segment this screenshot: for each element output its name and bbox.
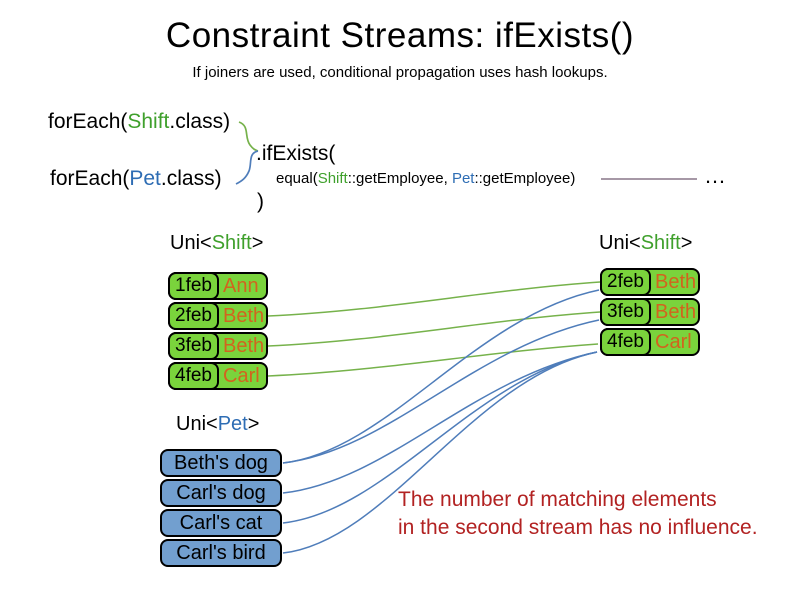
table-row: 4feb Carl bbox=[600, 328, 700, 356]
label-text: Uni< bbox=[176, 413, 218, 435]
employee-cell: Beth bbox=[655, 270, 697, 293]
right-table-label: Uni<Shift> bbox=[599, 232, 692, 255]
shift-type-token: Shift bbox=[640, 232, 681, 254]
pet-class-token: Pet bbox=[129, 167, 161, 190]
code-foreach-pet: forEach(Pet.class) bbox=[50, 167, 222, 191]
connector-line bbox=[282, 289, 600, 464]
left-shift-table: 1feb Ann 2feb Beth 3feb Beth 4feb Carl bbox=[168, 272, 268, 392]
list-item: Carl's bird bbox=[160, 539, 282, 567]
table-row: 2feb Beth bbox=[600, 268, 700, 296]
shift-class-token: Shift bbox=[127, 110, 170, 133]
connector-line bbox=[267, 281, 601, 317]
brace-bottom-blue bbox=[235, 150, 259, 185]
date-cell: 3feb bbox=[600, 298, 651, 326]
code-equal-joiner: equal(Shift::getEmployee, Pet::getEmploy… bbox=[276, 170, 575, 187]
note-text: The number of matching elements in the s… bbox=[398, 486, 758, 542]
code-text: forEach( bbox=[48, 110, 128, 133]
code-text: .class) bbox=[160, 167, 222, 190]
employee-cell: Carl bbox=[223, 364, 260, 387]
shift-class-token: Shift bbox=[317, 170, 348, 187]
employee-cell: Beth bbox=[223, 304, 265, 327]
table-row: 1feb Ann bbox=[168, 272, 268, 300]
pet-list-label: Uni<Pet> bbox=[176, 413, 259, 436]
label-text: > bbox=[680, 232, 693, 254]
label-text: Uni< bbox=[170, 232, 212, 254]
pet-class-token: Pet bbox=[451, 170, 475, 187]
right-shift-table: 2feb Beth 3feb Beth 4feb Carl bbox=[600, 268, 700, 358]
list-item: Beth's dog bbox=[160, 449, 282, 477]
page-title: Constraint Streams: ifExists() bbox=[165, 16, 635, 55]
left-table-label: Uni<Shift> bbox=[170, 232, 263, 255]
connector-line bbox=[282, 319, 600, 464]
table-row: 3feb Beth bbox=[168, 332, 268, 360]
page-subtitle: If joiners are used, conditional propaga… bbox=[192, 64, 608, 81]
connector-line bbox=[282, 351, 598, 494]
date-cell: 2feb bbox=[600, 268, 651, 296]
code-close-paren: ) bbox=[257, 190, 264, 213]
employee-cell: Beth bbox=[655, 300, 697, 323]
date-cell: 4feb bbox=[168, 362, 219, 390]
date-cell: 2feb bbox=[168, 302, 219, 330]
date-cell: 1feb bbox=[168, 272, 219, 300]
code-text: .class) bbox=[169, 110, 231, 133]
table-row: 4feb Carl bbox=[168, 362, 268, 390]
code-text: equal( bbox=[276, 170, 318, 187]
pet-list: Beth's dog Carl's dog Carl's cat Carl's … bbox=[160, 449, 282, 569]
list-item: Carl's cat bbox=[160, 509, 282, 537]
table-row: 3feb Beth bbox=[600, 298, 700, 326]
label-text: > bbox=[251, 232, 264, 254]
date-cell: 4feb bbox=[600, 328, 651, 356]
shift-type-token: Shift bbox=[211, 232, 252, 254]
connector-line bbox=[267, 343, 599, 377]
code-text: ::getEmployee) bbox=[474, 170, 576, 187]
label-text: > bbox=[247, 413, 260, 435]
connector-line bbox=[267, 311, 601, 347]
table-row: 2feb Beth bbox=[168, 302, 268, 330]
code-ifexists: .ifExists( bbox=[256, 142, 336, 165]
list-item: Carl's dog bbox=[160, 479, 282, 507]
note-line: The number of matching elements bbox=[398, 488, 717, 511]
note-line: in the second stream has no influence. bbox=[398, 516, 758, 539]
code-text: ::getEmployee, bbox=[347, 170, 452, 187]
employee-cell: Carl bbox=[655, 330, 692, 353]
ellipsis-text: … bbox=[704, 163, 726, 188]
code-text: forEach( bbox=[50, 167, 130, 190]
pet-type-token: Pet bbox=[217, 413, 248, 435]
code-foreach-shift: forEach(Shift.class) bbox=[48, 110, 230, 134]
date-cell: 3feb bbox=[168, 332, 219, 360]
employee-cell: Beth bbox=[223, 334, 265, 357]
label-text: Uni< bbox=[599, 232, 641, 254]
employee-cell: Ann bbox=[223, 274, 259, 297]
